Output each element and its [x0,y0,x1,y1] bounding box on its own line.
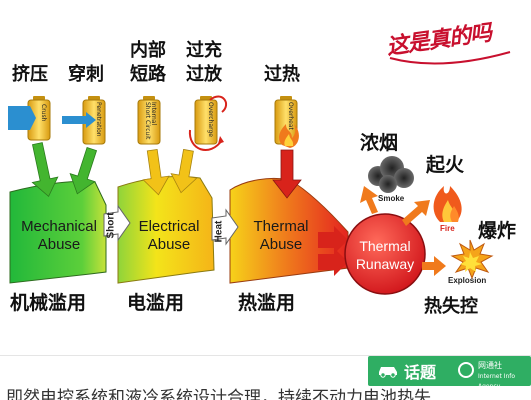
category-thermal-label: 热滥用 [238,292,296,314]
outcome-explosion-en: Explosion [448,276,487,285]
agency-name: 网通社 [478,361,502,370]
category-electrical-label: 电滥用 [127,292,185,314]
arrow-crush [31,142,59,198]
battery-penetration-icon [62,96,106,145]
thermal-runaway-line1: Thermal [359,238,411,254]
battery-internal-short-text-1: Internal [150,102,157,126]
trigger-overcharge-label-1: 过充 [186,40,222,61]
trigger-crush-label: 挤压 [12,64,48,85]
battery-overheat-text: Overheat [287,102,294,130]
fire-icon [433,186,462,222]
runaway-arrow-1 [318,226,348,254]
outcome-arrow-fire [402,200,430,226]
connector-short-label: Short [105,212,117,239]
mechanical-abuse-line2: Abuse [37,236,81,253]
electrical-abuse-line1: Electrical [138,218,200,235]
electrical-abuse-line2: Abuse [147,236,191,253]
heat-arrow [211,208,239,246]
outcome-fire-cn: 起火 [426,154,465,176]
battery-overheat-icon [274,96,299,148]
car-icon [376,362,400,378]
category-mechanical-label: 机械滥用 [10,292,87,314]
agency-logo-icon [458,362,474,378]
trigger-overcharge-label-2: 过放 [186,64,222,85]
footer-badge[interactable]: 话题 [404,363,437,382]
runaway-cn-label: 热失控 [424,296,478,317]
battery-crush-text: Crush [40,104,47,122]
arrow-overcharge [170,148,198,194]
battery-penetration-text: Penetration [95,102,102,137]
thermal-abuse-text: Thermal Abuse [236,218,326,254]
thermal-runaway-line2: Runaway [355,256,415,272]
agency-subtitle: Internet Info Agency [478,373,516,390]
outcome-smoke-en: Smoke [378,194,405,203]
thermal-runaway-text: Thermal Runaway [345,237,425,273]
connector-heat-label: Heat [213,220,225,243]
outcome-explosion-cn: 爆炸 [478,220,517,242]
thermal-abuse-line2: Abuse [259,236,303,253]
stamp-decoration [389,51,511,65]
trigger-overheat-label: 过热 [264,64,300,85]
smoke-icon [368,156,414,193]
outcome-smoke-cn: 浓烟 [360,132,399,154]
thermal-runaway-circle [344,213,426,295]
trigger-penetration-label: 穿刺 [68,64,104,85]
outcome-fire-en: Fire [440,224,455,233]
mechanical-abuse-text: Mechanical Abuse [14,218,104,254]
trigger-internal-short-label-1: 内部 [130,40,166,61]
mechanical-abuse-line1: Mechanical [21,218,97,235]
arrow-penetration [69,147,98,195]
thermal-abuse-line1: Thermal [253,218,309,235]
battery-overcharge-icon [188,95,228,151]
arrow-overheat [272,149,302,199]
electrical-abuse-text: Electrical Abuse [124,218,214,254]
battery-internal-short-icon [137,96,161,145]
outcome-arrow-smoke [360,186,378,214]
runaway-arrow-2 [318,248,348,276]
short-arrow [103,204,131,242]
diagram-canvas [8,51,511,295]
battery-crush-icon [8,96,51,141]
explosion-icon [450,239,494,280]
footer-caption: 即然电控系统和液冷系统设计合理，持续不动力电池热失 [6,388,431,400]
battery-overcharge-text: Overcharge [207,102,214,137]
arrow-internal-short [142,149,170,196]
trigger-internal-short-label-2: 短路 [130,64,166,85]
outcome-arrow-explosion [422,256,446,276]
battery-internal-short-text-2: Short Circuit [144,102,151,140]
